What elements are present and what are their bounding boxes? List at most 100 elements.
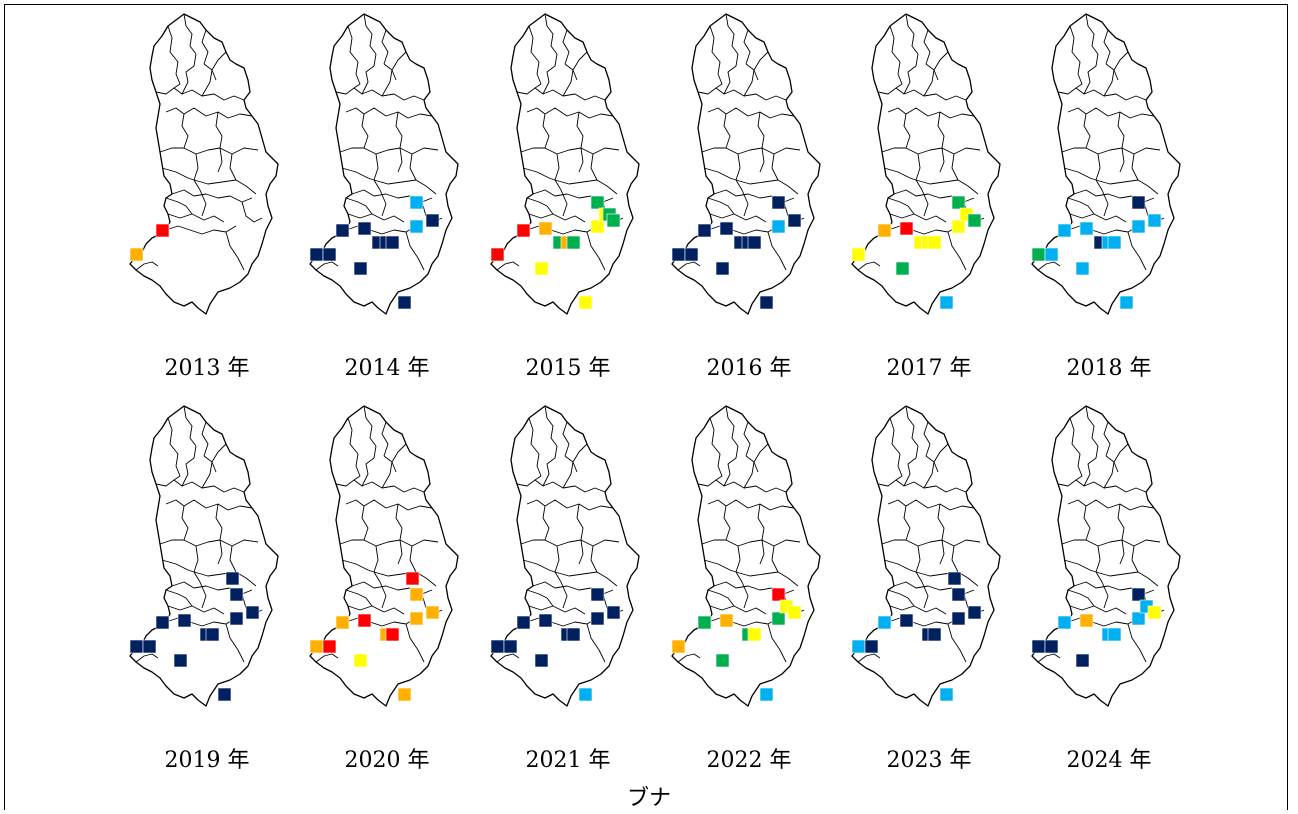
municipal-boundary	[361, 113, 369, 149]
survey-site-marker	[747, 235, 762, 250]
survey-site-marker	[697, 223, 712, 238]
municipal-boundary	[1103, 421, 1111, 457]
survey-site-marker	[747, 627, 762, 642]
municipal-boundary	[159, 147, 259, 155]
municipal-boundary	[395, 503, 403, 541]
municipal-boundary	[1057, 87, 1147, 101]
municipal-boundary	[1085, 13, 1099, 55]
municipal-boundary	[1069, 213, 1127, 223]
municipal-boundary	[933, 51, 949, 81]
prefecture-outline	[671, 13, 821, 315]
municipal-boundary	[183, 405, 197, 447]
municipal-boundary	[725, 405, 739, 447]
municipal-boundary	[677, 261, 701, 271]
survey-site-marker	[1031, 247, 1046, 262]
municipal-boundary	[167, 25, 179, 75]
municipal-boundary	[903, 53, 919, 95]
municipal-boundary	[725, 13, 739, 55]
survey-site-marker	[684, 247, 699, 262]
municipal-boundary	[1063, 559, 1159, 587]
municipal-boundary	[1131, 153, 1139, 181]
survey-site-marker	[715, 261, 730, 276]
municipal-boundary	[887, 589, 915, 607]
year-label: 2022 年	[706, 748, 792, 773]
prefecture-map	[851, 405, 1001, 707]
municipal-boundary	[1095, 545, 1103, 583]
municipal-boundary	[225, 231, 245, 271]
municipal-boundary	[554, 545, 562, 583]
municipal-boundary	[165, 499, 253, 511]
municipal-boundary	[361, 505, 369, 541]
survey-site-marker	[1044, 247, 1059, 262]
municipal-boundary	[217, 539, 223, 565]
municipal-boundary	[215, 503, 223, 541]
municipal-boundary	[381, 421, 389, 457]
survey-site-marker	[397, 295, 412, 310]
municipal-boundary	[161, 559, 257, 587]
municipal-boundary	[1057, 479, 1147, 493]
municipal-boundary	[562, 455, 574, 489]
municipal-boundary	[1127, 231, 1147, 271]
municipal-boundary	[1083, 445, 1099, 487]
municipal-boundary	[381, 455, 393, 489]
survey-site-marker	[590, 587, 605, 602]
municipal-boundary	[526, 107, 614, 119]
municipal-boundary	[381, 29, 389, 65]
municipal-boundary	[1119, 539, 1125, 565]
municipal-boundary	[181, 505, 189, 541]
municipal-boundary	[201, 63, 213, 97]
municipal-boundary	[544, 13, 558, 55]
survey-site-marker	[578, 687, 593, 702]
prefecture-outline	[490, 405, 640, 707]
municipal-boundary	[939, 539, 945, 565]
municipal-boundary	[937, 111, 945, 149]
municipal-boundary	[193, 153, 201, 191]
municipal-boundary	[741, 189, 749, 217]
municipal-boundary	[947, 623, 967, 663]
survey-site-marker	[385, 235, 400, 250]
municipal-boundary	[1075, 465, 1083, 481]
survey-site-marker	[405, 571, 420, 586]
municipal-boundary	[345, 589, 373, 607]
prefecture-outline	[129, 13, 279, 315]
survey-site-marker	[927, 627, 942, 642]
municipal-boundary	[759, 539, 765, 565]
map-panel: 2021 年	[483, 400, 653, 780]
municipal-boundary	[915, 545, 923, 583]
figure-frame	[4, 4, 1288, 810]
municipal-boundary	[1069, 25, 1081, 75]
municipal-boundary	[528, 213, 586, 223]
municipal-boundary	[715, 465, 723, 481]
municipal-boundary	[877, 479, 967, 493]
survey-site-marker	[877, 615, 892, 630]
survey-site-marker	[425, 213, 440, 228]
municipal-boundary	[193, 545, 201, 583]
survey-site-marker	[590, 219, 605, 234]
municipal-boundary	[391, 51, 407, 81]
survey-site-marker	[1131, 611, 1146, 626]
municipal-boundary	[1083, 505, 1091, 541]
municipal-boundary	[345, 107, 433, 119]
survey-site-marker	[771, 611, 786, 626]
survey-site-marker	[697, 615, 712, 630]
municipal-boundary	[335, 479, 425, 493]
municipal-boundary	[379, 189, 387, 217]
municipal-boundary	[560, 581, 568, 609]
survey-site-marker	[538, 613, 553, 628]
prefecture-map	[490, 405, 640, 707]
municipal-boundary	[381, 63, 393, 97]
municipal-boundary	[1131, 545, 1139, 573]
municipal-boundary	[576, 111, 584, 149]
map-panel: 2014 年	[302, 8, 472, 388]
survey-site-marker	[1107, 235, 1122, 250]
municipal-boundary	[709, 25, 721, 75]
municipal-boundary	[522, 167, 618, 195]
survey-site-marker	[129, 639, 144, 654]
survey-site-marker	[490, 247, 505, 262]
municipal-boundary	[345, 197, 373, 215]
municipal-boundary	[707, 589, 735, 607]
municipal-boundary	[1113, 51, 1129, 81]
survey-site-marker	[715, 653, 730, 668]
municipal-boundary	[339, 539, 439, 547]
municipal-boundary	[1119, 147, 1125, 173]
